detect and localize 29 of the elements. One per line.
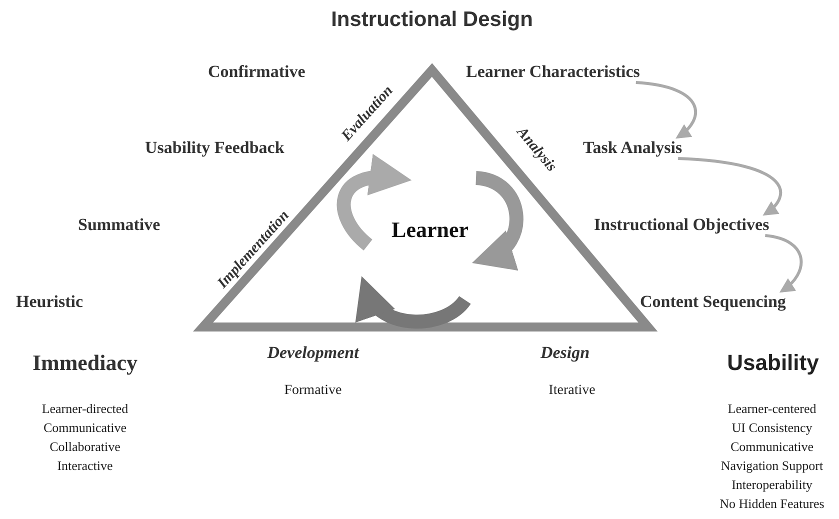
phase-label: Confirmative [208,62,306,82]
step-label: Instructional Objectives [594,215,770,235]
list-item: Learner-directed [42,402,128,417]
side-label: Design [540,343,590,363]
curved-arrow [764,234,803,293]
list-item: Navigation Support [720,459,824,474]
phase-label: Heuristic [16,292,84,312]
type-label: Formative [284,383,342,400]
diagram-title: Instructional Design [331,8,533,32]
list-item: Collaborative [50,440,120,455]
side-label: Development [267,343,359,363]
list-item: UI Consistency [732,421,812,436]
list-item: Communicative [43,421,127,436]
type-label: Iterative [548,383,596,400]
phase-label: Usability Feedback [145,138,284,158]
step-label: Content Sequencing [640,292,786,312]
curved-arrow [678,157,782,216]
section-heading: Immediacy [32,350,138,376]
step-label: Learner Characteristics [466,62,640,82]
step-label: Task Analysis [583,138,682,158]
center-label: Learner [392,217,468,242]
phase-label: Summative [78,215,160,235]
list-item: Interoperability [732,478,812,493]
list-item: Learner-centered [728,402,816,417]
curved-arrow [636,81,697,139]
list-item: Interactive [57,459,113,474]
section-heading: Usability [727,350,819,376]
list-item: Communicative [730,440,814,455]
list-item: No Hidden Features [720,497,824,512]
